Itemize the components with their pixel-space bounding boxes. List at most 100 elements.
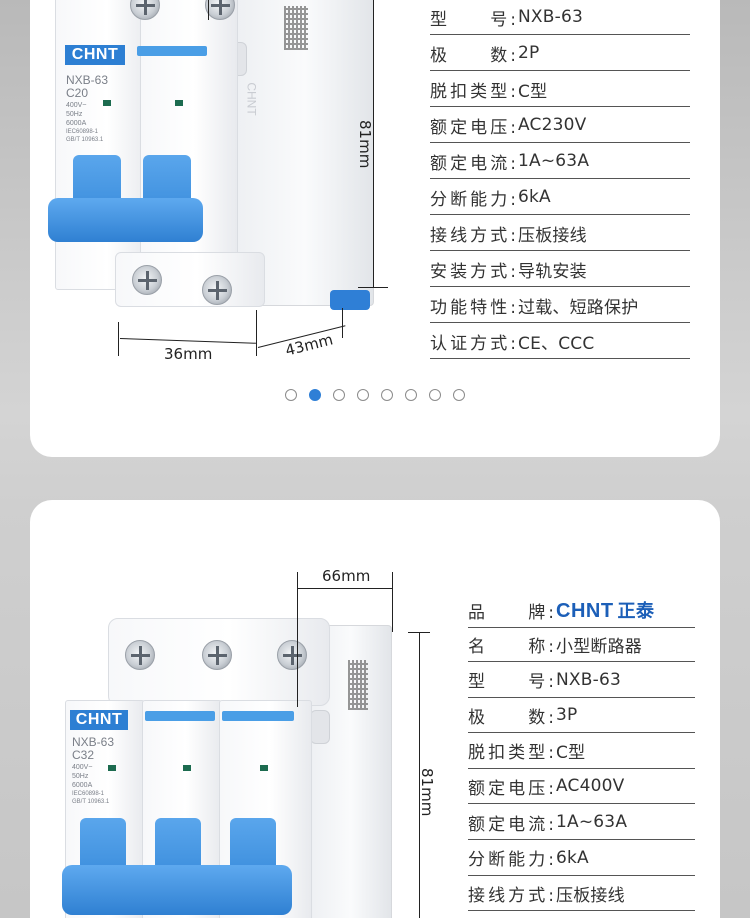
dim-depth-right-tick xyxy=(342,308,343,338)
spec-row: 接线方式:压板接线 xyxy=(468,876,695,912)
dim-width-line xyxy=(297,588,392,589)
dim-height-text: 81mm xyxy=(356,120,374,169)
rating-label: C32 xyxy=(72,748,95,762)
spec-label: 分断能力: xyxy=(468,850,554,871)
spec-label: 额定电压: xyxy=(430,117,516,138)
spec-value: C型 xyxy=(518,81,548,102)
spec-value: CE、CCC xyxy=(518,333,595,354)
dim-height-bottom-tick xyxy=(358,287,388,288)
spec-value: 6kA xyxy=(556,847,589,868)
spec-value: NXB-63 xyxy=(518,7,583,27)
spec-row: 额定电压:AC400V xyxy=(468,769,695,805)
dim-width-left-tick xyxy=(118,322,119,356)
standard-2-label: GB/T 10963.1 xyxy=(72,799,110,805)
spec-label: 额定电流: xyxy=(468,814,554,835)
brand-badge: CHNT xyxy=(65,45,125,65)
spec-value: 压板接线 xyxy=(556,885,625,906)
carousel-dot-7[interactable] xyxy=(429,389,441,401)
model-label: NXB-63 xyxy=(66,73,109,87)
spec-row: 接线方式:压板接线 xyxy=(430,216,690,251)
indicator-led-2 xyxy=(183,765,191,771)
spec-row-brand: 品 牌: CHNT 正泰 xyxy=(468,593,695,628)
side-embossed-text: CHNT xyxy=(244,82,259,116)
chnt-logo: CHNT 正泰 xyxy=(556,597,655,623)
spec-label: 极 数: xyxy=(430,45,516,66)
freq-label: 50Hz xyxy=(72,773,89,780)
carousel-dot-3[interactable] xyxy=(333,389,345,401)
pole-2-blue-strip xyxy=(145,711,215,721)
spec-value: 导轨安装 xyxy=(518,261,587,282)
spec-label: 接线方式: xyxy=(430,225,516,246)
voltage-label: 400V~ xyxy=(72,764,93,771)
tie-handle xyxy=(48,198,203,242)
product-card-2p: CHNT CHNT NXB-63 C20 400V~ 50Hz 6000A IE… xyxy=(30,0,720,457)
carousel-dot-4[interactable] xyxy=(357,389,369,401)
spec-value: 6kA xyxy=(518,187,551,207)
qr-code xyxy=(348,660,368,710)
spec-value: 3P xyxy=(556,705,578,726)
product-card-3p: CHNT NXB-63 C32 400V~ 50Hz 6000A IEC6089… xyxy=(30,500,720,918)
spec-row: 脱扣类型:C型 xyxy=(430,72,690,107)
tie-handle xyxy=(62,865,292,915)
spec-label: 额定电压: xyxy=(468,778,554,799)
spec-row: 功能特性:过载、短路保护 xyxy=(430,288,690,323)
pole-1 xyxy=(55,0,150,290)
spec-label: 名 称: xyxy=(468,636,554,657)
model-label: NXB-63 xyxy=(72,735,115,749)
spec-label: 脱扣类型: xyxy=(468,743,554,764)
dim-height-line xyxy=(373,0,374,288)
qr-code xyxy=(284,6,308,50)
spec-value: 1A~63A xyxy=(556,812,628,832)
chnt-logo-cn: 正泰 xyxy=(617,601,655,622)
voltage-label: 400V~ xyxy=(66,102,87,109)
side-slot xyxy=(310,710,330,744)
indicator-led-3 xyxy=(260,765,268,771)
top-screw-3 xyxy=(277,640,307,670)
spec-label: 极 数: xyxy=(468,707,554,728)
spec-label: 功能特性: xyxy=(430,297,516,318)
dim-depth-text: 43mm xyxy=(283,330,335,360)
spec-row: 额定电压:AC230V xyxy=(430,108,690,143)
spec-value: 小型断路器 xyxy=(556,636,642,657)
standard-1-label: IEC60898-1 xyxy=(72,791,105,797)
carousel-dot-6[interactable] xyxy=(405,389,417,401)
carousel-dot-1[interactable] xyxy=(285,389,297,401)
spec-row: 额定电流:1A~63A xyxy=(468,805,695,840)
brand-badge: CHNT xyxy=(70,710,128,730)
spec-value: C型 xyxy=(556,743,586,764)
din-clip xyxy=(330,290,370,310)
top-screw-1 xyxy=(125,640,155,670)
indicator-led-2 xyxy=(175,100,183,106)
dim-width-text: 36mm xyxy=(164,345,213,363)
dim-width-left-tick xyxy=(297,572,298,707)
standard-1-label: IEC60898-1 xyxy=(66,129,99,135)
spec-row: 极 数:2P xyxy=(430,36,690,71)
chnt-logo-text: CHNT xyxy=(556,600,614,622)
dim-width-text: 66mm xyxy=(322,567,371,585)
spec-value: 2P xyxy=(518,43,540,63)
spec-value: 过载、短路保护 xyxy=(518,297,639,318)
spec-row: 极 数:3P xyxy=(468,698,695,734)
spec-row: 脱扣类型:C型 xyxy=(468,734,695,769)
top-screw-2 xyxy=(202,640,232,670)
indicator-led-1 xyxy=(103,100,111,106)
spec-row: 型 号:NXB-63 xyxy=(468,663,695,698)
spec-row: 额定电流:1A~63A xyxy=(430,144,690,179)
spec-value: AC400V xyxy=(556,776,625,797)
spec-label: 认证方式: xyxy=(430,333,516,354)
rating-label: C20 xyxy=(66,86,89,100)
dim-height-text: 81mm xyxy=(418,768,436,817)
capacity-label: 6000A xyxy=(66,120,87,127)
spec-label: 接线方式: xyxy=(468,885,554,906)
carousel-dot-2[interactable] xyxy=(309,389,321,401)
carousel-dot-8[interactable] xyxy=(453,389,465,401)
spec-label: 额定电流: xyxy=(430,153,516,174)
spec-row: 认证方式:CE、CCC xyxy=(430,324,690,359)
terminal-screw-2 xyxy=(202,275,232,305)
spec-value: 1A~63A xyxy=(518,151,590,171)
carousel-dot-5[interactable] xyxy=(381,389,393,401)
freq-label: 50Hz xyxy=(66,111,83,118)
indicator-led-1 xyxy=(108,765,116,771)
spec-row: 分断能力:6kA xyxy=(468,841,695,876)
spec-row: 型 号:NXB-63 xyxy=(430,0,690,35)
